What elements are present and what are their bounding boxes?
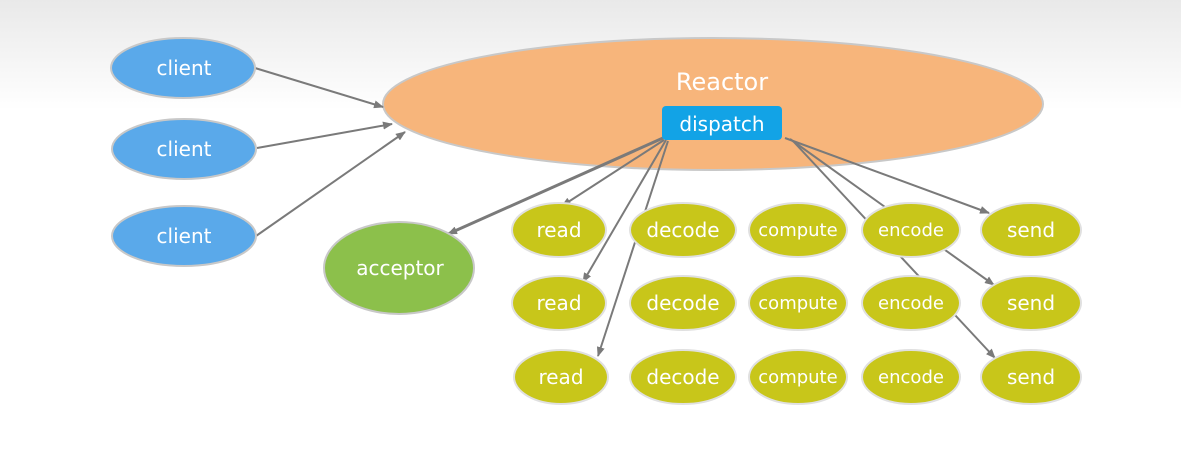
- read-label: read: [536, 291, 581, 315]
- read-label: read: [536, 218, 581, 242]
- compute-node: compute: [748, 202, 848, 258]
- decode-label: decode: [646, 365, 719, 389]
- arrow-dispatch-acceptor: [447, 136, 664, 236]
- encode-label: encode: [878, 367, 944, 388]
- client-label: client: [157, 56, 212, 80]
- read-node: read: [511, 275, 607, 331]
- handler-row-3: read decode compute encode send: [513, 349, 1082, 405]
- decode-label: decode: [646, 218, 719, 242]
- dispatch-node: dispatch: [662, 106, 782, 140]
- compute-label: compute: [758, 367, 837, 388]
- compute-label: compute: [758, 220, 837, 241]
- client-node-3: client: [111, 205, 257, 267]
- encode-node: encode: [861, 202, 961, 258]
- send-node: send: [980, 275, 1082, 331]
- send-label: send: [1007, 291, 1055, 315]
- decode-node: decode: [629, 202, 737, 258]
- encode-label: encode: [878, 220, 944, 241]
- decode-label: decode: [646, 291, 719, 315]
- arrow-client-2-reactor: [256, 121, 393, 149]
- handler-row-2: read decode compute encode send: [511, 275, 1082, 331]
- send-label: send: [1007, 218, 1055, 242]
- dispatch-label: dispatch: [679, 112, 764, 136]
- encode-node: encode: [861, 349, 961, 405]
- reactor-node: Reactor: [382, 37, 1044, 171]
- client-node-2: client: [111, 118, 257, 180]
- read-node: read: [511, 202, 607, 258]
- compute-node: compute: [748, 349, 848, 405]
- client-label: client: [157, 137, 212, 161]
- arrow-dispatch-read-2: [582, 139, 667, 283]
- send-node: send: [980, 349, 1082, 405]
- client-node-1: client: [110, 37, 256, 99]
- arrow-dispatch-read-3: [596, 140, 669, 357]
- acceptor-node: acceptor: [323, 221, 475, 315]
- arrow-dispatch-send-1: [784, 137, 990, 214]
- acceptor-label: acceptor: [356, 256, 444, 280]
- handler-row-1: read decode compute encode send: [511, 202, 1082, 258]
- encode-label: encode: [878, 293, 944, 314]
- compute-label: compute: [758, 293, 837, 314]
- arrow-client-1-reactor: [254, 67, 384, 109]
- compute-node: compute: [748, 275, 848, 331]
- decode-node: decode: [629, 275, 737, 331]
- read-node: read: [513, 349, 609, 405]
- send-node: send: [980, 202, 1082, 258]
- send-label: send: [1007, 365, 1055, 389]
- read-label: read: [538, 365, 583, 389]
- reactor-label: Reactor: [676, 68, 768, 96]
- decode-node: decode: [629, 349, 737, 405]
- arrow-client-3-reactor: [255, 131, 406, 237]
- arrow-dispatch-read-1: [561, 139, 665, 207]
- client-label: client: [157, 224, 212, 248]
- encode-node: encode: [861, 275, 961, 331]
